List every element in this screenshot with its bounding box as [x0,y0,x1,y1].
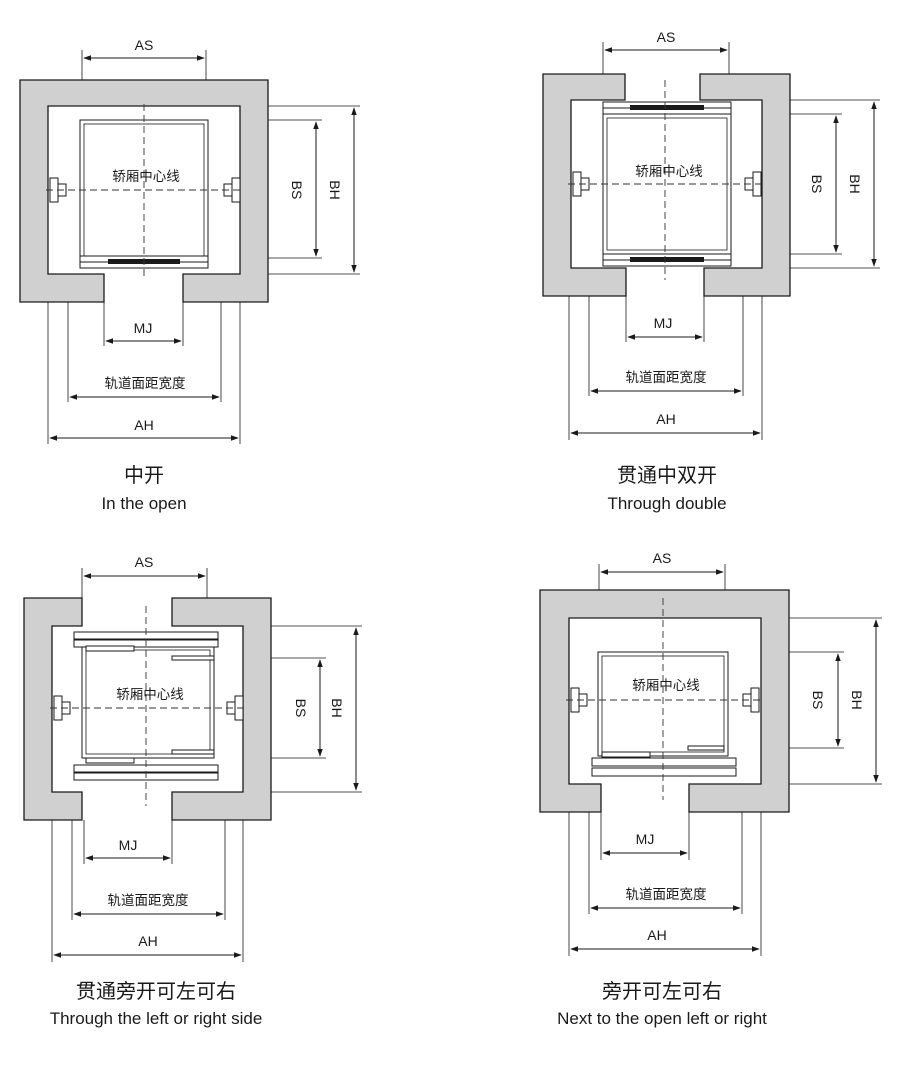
caption-cn: 贯通旁开可左可右 [76,979,236,1003]
dimension-ah: AH [51,820,244,962]
dimension-rail-width: 轨道面距宽度 [588,812,743,914]
svg-text:AH: AH [134,417,153,433]
dimension-rail-width: 轨道面距宽度 [588,296,744,396]
car-center-label: 轿厢中心线 [112,169,180,185]
svg-text:MJ: MJ [636,831,655,847]
svg-text:轨道面距宽度: 轨道面距宽度 [626,369,707,386]
dimension-as: AS [598,550,726,590]
dimension-mj: MJ [83,820,173,864]
svg-text:AH: AH [647,927,666,943]
diagram-through-double: 轿厢中心线 AS BS BH MJ 轨 [542,29,880,513]
dimension-bh: BH [268,105,360,275]
svg-text:MJ: MJ [654,315,673,331]
svg-text:轨道面距宽度: 轨道面距宽度 [105,375,186,392]
caption-cn: 中开 [124,463,164,487]
caption-cn: 贯通中双开 [617,463,717,487]
svg-text:轨道面距宽度: 轨道面距宽度 [626,886,707,903]
svg-text:BH: BH [849,690,865,709]
car-center-label: 轿厢中心线 [116,687,184,703]
dimension-ah: AH [47,302,241,444]
svg-text:BS: BS [293,699,309,718]
caption-en: In the open [101,494,186,513]
svg-text:BS: BS [289,181,305,200]
car-center-label: 轿厢中心线 [635,164,703,180]
svg-text:BH: BH [847,174,863,193]
dimension-as: AS [81,554,208,598]
dimension-mj: MJ [103,302,184,346]
dimension-bh: BH [789,617,882,785]
shaft-wall [23,597,272,821]
svg-text:AS: AS [135,554,154,570]
dimension-as: AS [602,29,730,74]
svg-text:AH: AH [138,933,157,949]
dimension-bs: BS [790,113,842,255]
svg-text:BH: BH [329,698,345,717]
diagram-through-side-opening: 轿厢中心线 AS BS BH MJ 轨 [23,554,362,1028]
dimension-ah: AH [568,812,762,956]
dimension-rail-width: 轨道面距宽度 [67,302,222,402]
svg-text:BH: BH [327,180,343,199]
dimension-as: AS [81,37,207,80]
dimension-bs: BS [789,651,844,749]
dimension-bs: BS [271,657,326,759]
caption-en: Through the left or right side [50,1009,263,1028]
car [591,651,737,777]
caption-en: Through double [607,494,726,513]
shaft-wall [542,73,791,297]
car-center-label: 轿厢中心线 [632,678,700,694]
svg-text:AH: AH [656,411,675,427]
car [602,101,732,267]
dimension-bh: BH [790,99,880,269]
svg-text:AS: AS [135,37,154,53]
dimension-mj: MJ [600,812,690,860]
diagram-side-opening: 轿厢中心线 AS BS BH MJ 轨 [539,550,882,1028]
diagram-center-opening: 轿厢中心线 AS BS BH MJ [19,37,360,513]
svg-text:轨道面距宽度: 轨道面距宽度 [108,892,189,909]
dimension-rail-width: 轨道面距宽度 [71,820,226,920]
svg-text:MJ: MJ [134,320,153,336]
dimension-mj: MJ [625,296,705,342]
caption-en: Next to the open left or right [557,1009,767,1028]
dimension-bs: BS [268,119,322,259]
svg-text:AS: AS [657,29,676,45]
caption-cn: 旁开可左可右 [602,979,722,1003]
svg-text:AS: AS [653,550,672,566]
dimension-ah: AH [568,296,763,440]
svg-text:BS: BS [809,175,825,194]
dimension-bh: BH [271,625,362,793]
svg-text:MJ: MJ [119,837,138,853]
svg-text:BS: BS [810,691,826,710]
